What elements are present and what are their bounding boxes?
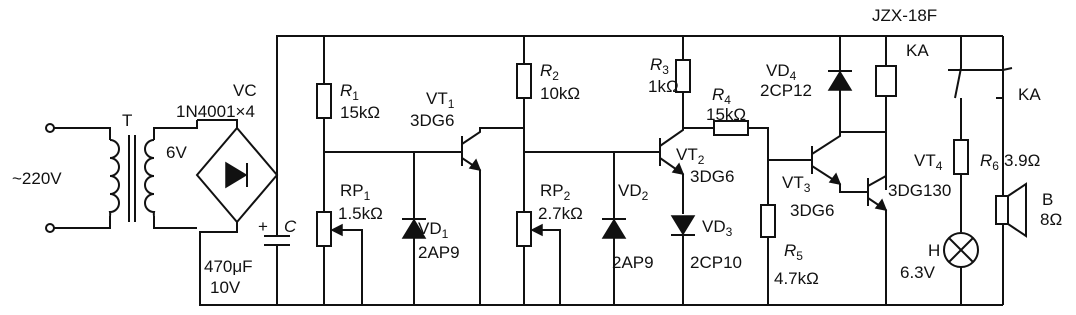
rp1-potentiometer: RP1 1.5kΩ (316, 181, 383, 305)
r1-resistor: R1 15kΩ (316, 36, 380, 212)
capacitor-plus: + (258, 217, 268, 236)
rp2-label: RP2 (540, 181, 571, 203)
vt4-label: VT4 (914, 151, 943, 173)
relay-coil-ka: KA (875, 36, 929, 190)
r2-resistor: R2 10kΩ (516, 36, 580, 212)
vt2-transistor: VT2 3DG6 (659, 128, 734, 214)
r1-label: R1 (340, 81, 359, 103)
vd4-diode: VD4 2CP12 (760, 36, 886, 133)
r5-resistor: R5 4.7kΩ (760, 204, 819, 305)
bridge-rectifier-vc: VC 1N4001×4 (176, 35, 1003, 306)
speaker-b: B 8Ω (995, 182, 1062, 305)
vd1-part: 2AP9 (418, 243, 460, 262)
vd3-label: VD3 (702, 217, 733, 239)
vd4-part: 2CP12 (760, 81, 812, 100)
vt2-part: 3DG6 (690, 167, 734, 186)
r1-value: 15kΩ (340, 103, 380, 122)
r4-value: 15kΩ (706, 105, 746, 124)
r4-label: R4 (712, 85, 731, 107)
rp1-value: 1.5kΩ (338, 204, 383, 223)
vt3-part: 3DG6 (790, 201, 834, 220)
vt1-part: 3DG6 (410, 111, 454, 130)
filter-capacitor-c: + C 470μF 10V (204, 175, 297, 305)
speaker-impedance: 8Ω (1040, 210, 1062, 229)
vt1-transistor: VT1 3DG6 (410, 89, 524, 305)
mains-voltage-label: ~220V (12, 169, 62, 188)
rp2-value: 2.7kΩ (538, 204, 583, 223)
lamp-voltage: 6.3V (900, 263, 936, 282)
vt2-label: VT2 (676, 145, 705, 167)
r3-label: R3 (650, 55, 669, 77)
vd1-diode: VD1 2AP9 (401, 152, 460, 305)
rectifier-name: VC (233, 81, 257, 100)
rp1-label: RP1 (340, 181, 371, 203)
r6-value: 3.9Ω (1004, 151, 1040, 170)
lamp-h: H 6.3V (900, 232, 979, 305)
vd2-diode: VD2 2AP9 (601, 152, 654, 305)
vd3-part: 2CP10 (690, 253, 742, 272)
relay-contact-label: KA (1018, 85, 1041, 104)
capacitor-name: C (284, 217, 297, 236)
speaker-name: B (1042, 190, 1053, 209)
rp2-potentiometer: RP2 2.7kΩ (516, 181, 583, 305)
vt3-label: VT3 (782, 173, 811, 195)
vt1-label: VT1 (426, 89, 455, 111)
r5-label: R5 (784, 241, 803, 263)
transformer-label: T (122, 111, 132, 130)
transformer-secondary-label: 6V (166, 143, 187, 162)
r3-value: 1kΩ (648, 77, 679, 96)
relay-coil-label: KA (906, 41, 929, 60)
vd1-label: VD1 (418, 219, 449, 241)
r6-label: R6 (980, 151, 999, 173)
relay-contact-ka: KA (948, 36, 1041, 190)
r2-value: 10kΩ (540, 84, 580, 103)
vt3-transistor: VT3 3DG6 (768, 132, 868, 220)
vd2-part: 2AP9 (612, 253, 654, 272)
vd3-diode: VD3 2CP10 (670, 215, 742, 305)
r2-label: R2 (540, 61, 559, 83)
relay-model: JZX-18F (872, 6, 937, 25)
input-terminal-bottom (45, 223, 55, 233)
rectifier-part: 1N4001×4 (176, 102, 255, 121)
r6-resistor: R6 3.9Ω (953, 139, 1040, 232)
vt4-part: 3DG130 (888, 181, 951, 200)
vd4-label: VD4 (766, 61, 797, 83)
r4-resistor: R4 15kΩ (683, 85, 769, 205)
transformer-t: T 6V (108, 111, 198, 229)
r5-value: 4.7kΩ (774, 269, 819, 288)
r3-resistor: R3 1kΩ (648, 36, 691, 128)
vt4-transistor: VT4 3DG130 (867, 151, 951, 305)
capacitor-voltage: 10V (210, 278, 241, 297)
input-terminal-top (45, 123, 55, 133)
lamp-name: H (928, 241, 940, 260)
capacitor-value: 470μF (204, 257, 253, 276)
ac-input: ~220V (12, 123, 111, 233)
vd2-label: VD2 (618, 181, 649, 203)
